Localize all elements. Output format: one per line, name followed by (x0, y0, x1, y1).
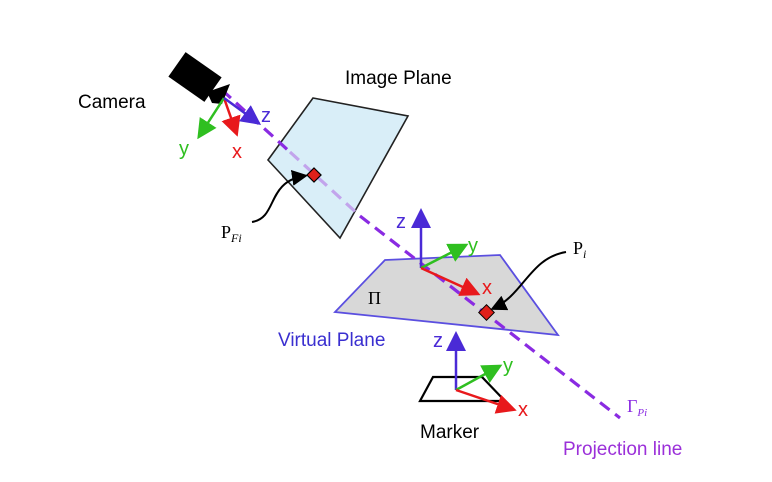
virtual-x-axis (420, 266, 481, 296)
marker-x-axis (455, 388, 517, 414)
gamma-label: ΓPi (627, 396, 647, 419)
marker-x-label: x (518, 399, 528, 421)
virtual-y-axis (420, 243, 469, 270)
p-fi-main: P (221, 222, 231, 242)
virtual-z-label: z (396, 211, 406, 233)
p-fi-label: PFi (221, 222, 242, 245)
pointer-p-fi (251, 169, 308, 223)
gamma-main: Γ (627, 396, 637, 416)
marker-z-label: z (433, 330, 443, 352)
projection-line (359, 214, 621, 420)
p-i-main: P (573, 238, 583, 258)
marker-y-axis (455, 364, 503, 392)
p-i-label: Pi (573, 238, 586, 261)
virtual-x-label: x (482, 277, 492, 299)
marker-y-label: y (503, 355, 513, 377)
camera-z-label: z (261, 105, 271, 127)
camera-y-label: y (179, 138, 189, 160)
camera-x-label: x (232, 141, 242, 163)
pointer-p-i (490, 251, 567, 311)
camera-label: Camera (78, 92, 146, 113)
virtual-y-label: y (468, 235, 478, 257)
marker-icon (418, 375, 508, 403)
image-plane-label: Image Plane (345, 68, 452, 89)
virtual-plane-label: Virtual Plane (278, 330, 385, 351)
gamma-sub: Pi (636, 407, 647, 419)
p-fi-sub: Fi (230, 231, 242, 245)
camera-x-axis (221, 97, 241, 137)
projection-line-label: Projection line (563, 439, 682, 460)
pi-symbol: Π (368, 288, 381, 308)
projection-line-inside-plane (288, 150, 362, 218)
camera-y-axis (197, 97, 226, 140)
point-p-fi (306, 167, 322, 183)
camera-icon (168, 52, 230, 104)
image-plane (266, 97, 410, 240)
p-i-sub: i (583, 247, 586, 261)
camera-z-axis (223, 96, 262, 125)
marker-label: Marker (420, 422, 480, 443)
